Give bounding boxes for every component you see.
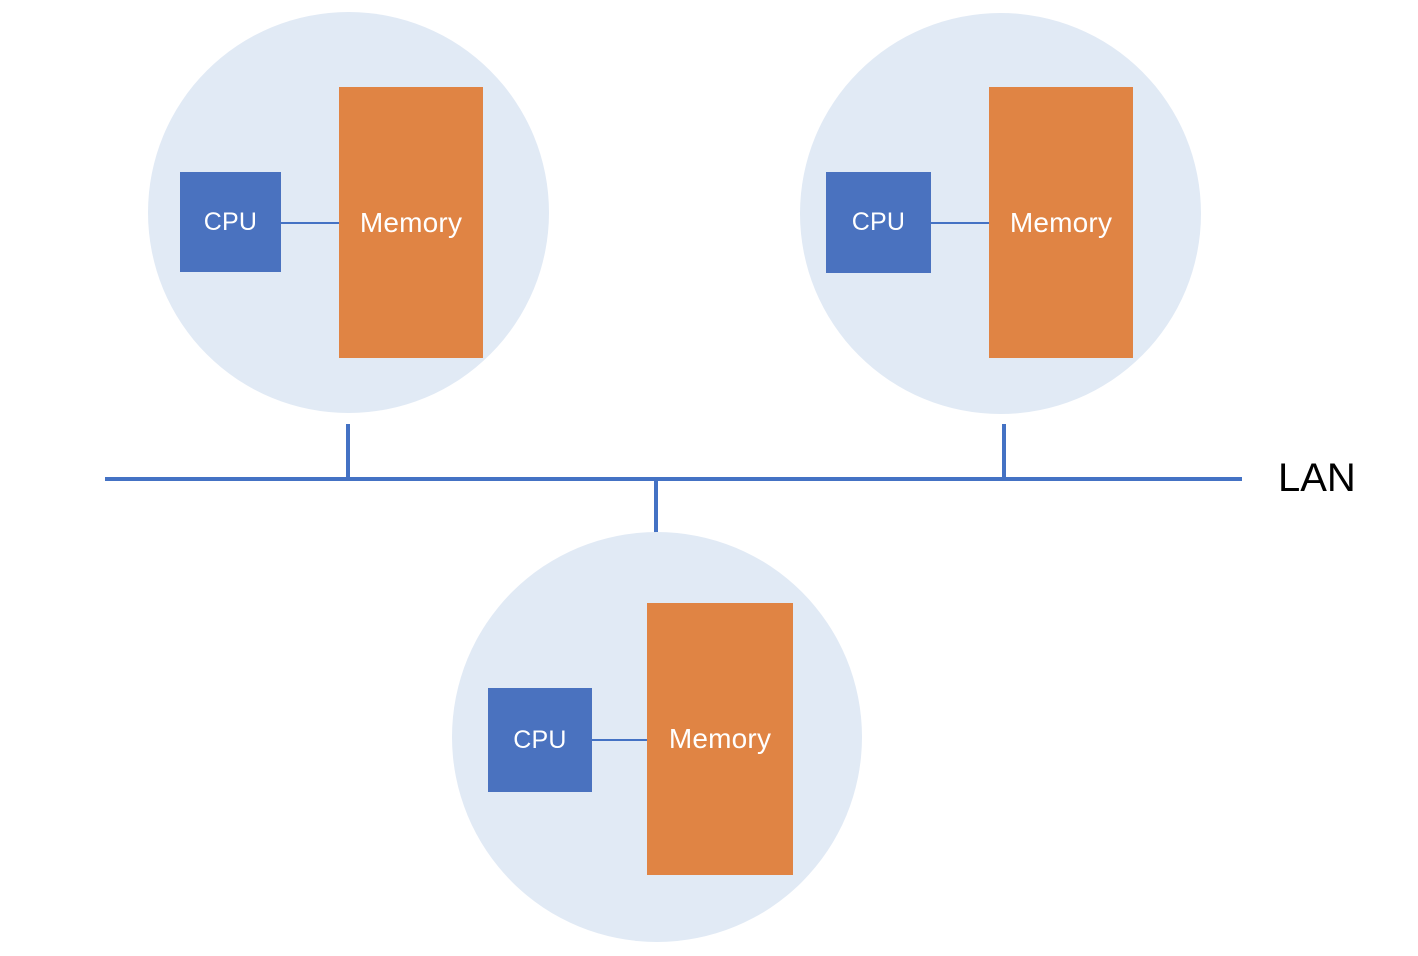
node-lan-connector-3 xyxy=(654,479,658,533)
lan-bus-line xyxy=(105,477,1242,481)
node-lan-connector-2 xyxy=(1002,424,1006,479)
cpu-box-1[interactable]: CPU xyxy=(180,172,281,272)
cpu-box-3[interactable]: CPU xyxy=(488,688,592,792)
cpu-memory-link-2 xyxy=(931,222,989,224)
lan-label: LAN xyxy=(1278,456,1356,500)
cpu-memory-link-1 xyxy=(281,222,339,224)
memory-box-1[interactable]: Memory xyxy=(339,87,483,358)
cpu-box-2[interactable]: CPU xyxy=(826,172,931,273)
memory-box-3[interactable]: Memory xyxy=(647,603,793,875)
memory-box-2[interactable]: Memory xyxy=(989,87,1133,358)
node-lan-connector-1 xyxy=(346,424,350,479)
cpu-memory-link-3 xyxy=(592,739,647,741)
